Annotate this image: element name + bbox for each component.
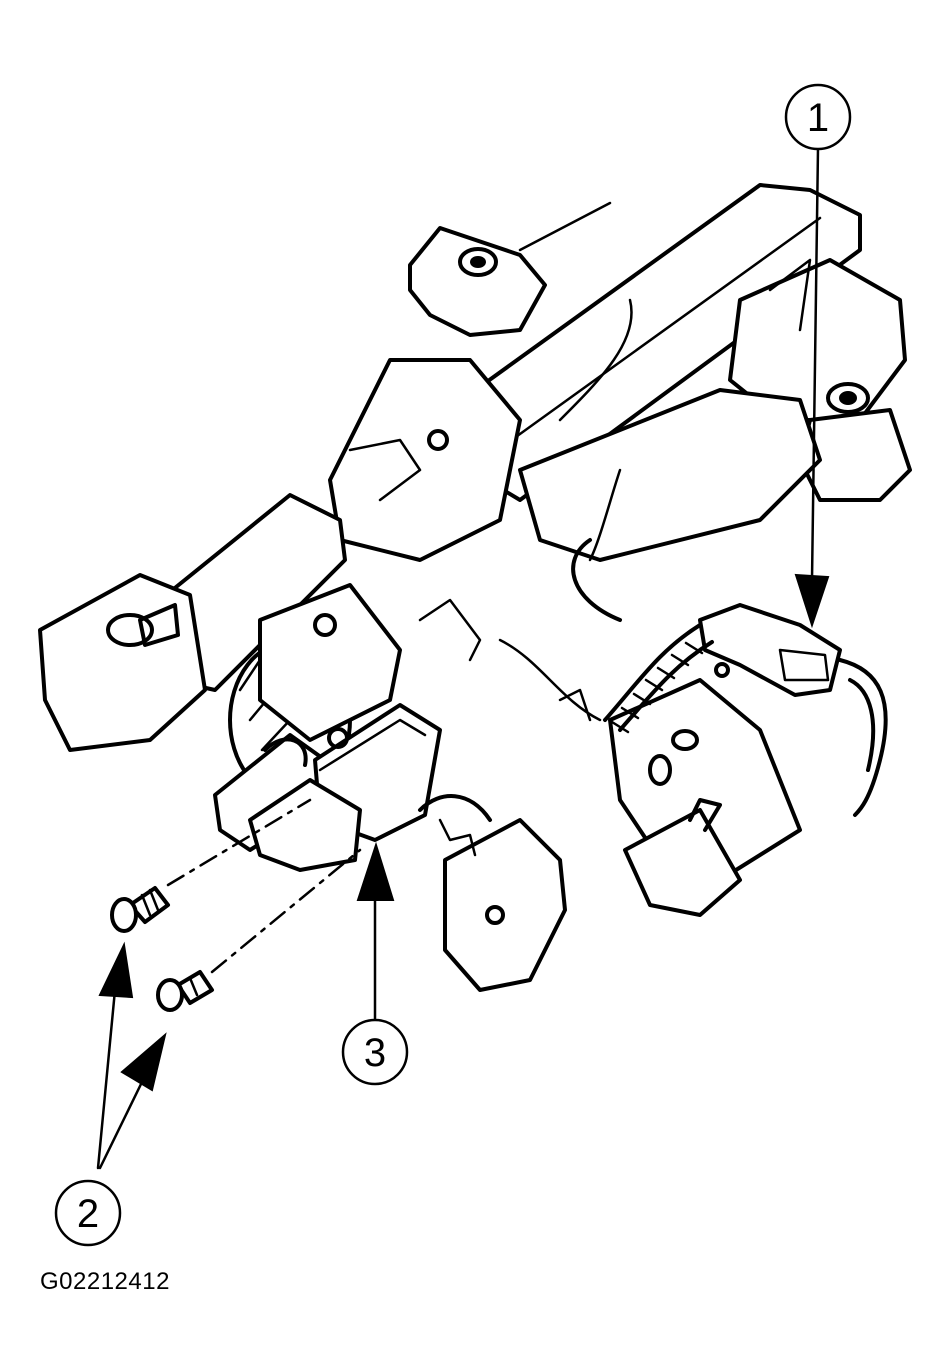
callout-2: 2 <box>54 1179 122 1247</box>
callout-1-label: 1 <box>807 96 829 140</box>
callout-2-label: 2 <box>77 1192 99 1236</box>
screws <box>110 798 362 1012</box>
callout-3: 3 <box>341 1018 409 1086</box>
arrow-3-head <box>356 841 395 901</box>
figure-code: G02212412 <box>40 1268 170 1295</box>
screw-upper <box>110 886 170 933</box>
callout-1: 1 <box>784 83 852 151</box>
callout-3-label: 3 <box>364 1031 386 1075</box>
arrow-2a-head <box>98 941 134 999</box>
steering-column-assembly <box>38 183 912 992</box>
arrow-1-head <box>794 573 830 629</box>
leader-lines <box>96 146 830 1170</box>
screw-lower <box>156 970 214 1012</box>
arrow-2b-head <box>120 1032 167 1092</box>
